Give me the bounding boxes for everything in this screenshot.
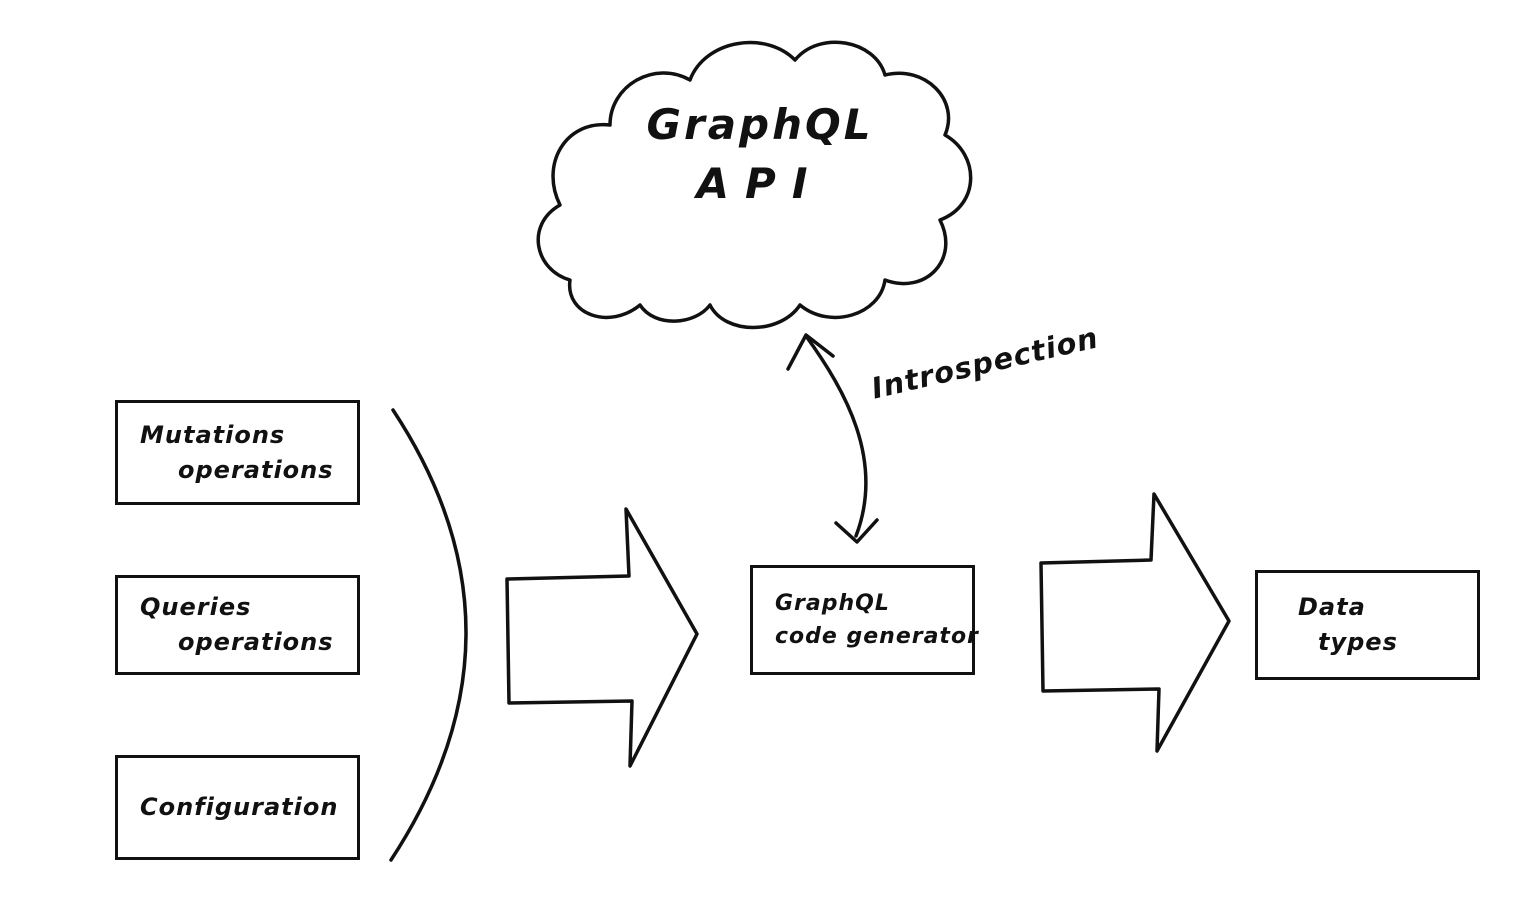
graphql-code-generator-box: GraphQL code generator (750, 565, 979, 675)
cloud-icon (536, 40, 973, 330)
datatypes-box-line2: types (1318, 628, 1398, 656)
mutations-box-line1: Mutations (140, 420, 286, 449)
queries-operations-box: Queries operations (115, 575, 360, 675)
cloud-label: GraphQL API (595, 100, 925, 208)
introspection-arrowhead-top (786, 333, 835, 371)
data-types-box: Data types (1255, 570, 1480, 680)
configuration-box: Configuration (115, 755, 360, 860)
mutations-operations-box: Mutations operations (115, 400, 360, 505)
generator-box-line1: GraphQL (775, 590, 890, 616)
queries-box-line2: operations (178, 628, 334, 656)
cloud-title-line2: API (696, 159, 824, 208)
group-brace-arc (389, 408, 468, 862)
configuration-box-line1: Configuration (140, 793, 339, 822)
introspection-arrowhead-bottom (834, 518, 879, 544)
mutations-box-line2: operations (178, 455, 334, 484)
cloud-title-line1: GraphQL (646, 100, 874, 149)
generator-box-line2: code generator (775, 624, 979, 649)
datatypes-box-line1: Data (1298, 593, 1366, 622)
block-arrow-left-icon (505, 507, 699, 768)
block-arrow-right-icon (1039, 492, 1231, 753)
introspection-arrow-curve (804, 334, 868, 538)
queries-box-line1: Queries (140, 593, 252, 622)
